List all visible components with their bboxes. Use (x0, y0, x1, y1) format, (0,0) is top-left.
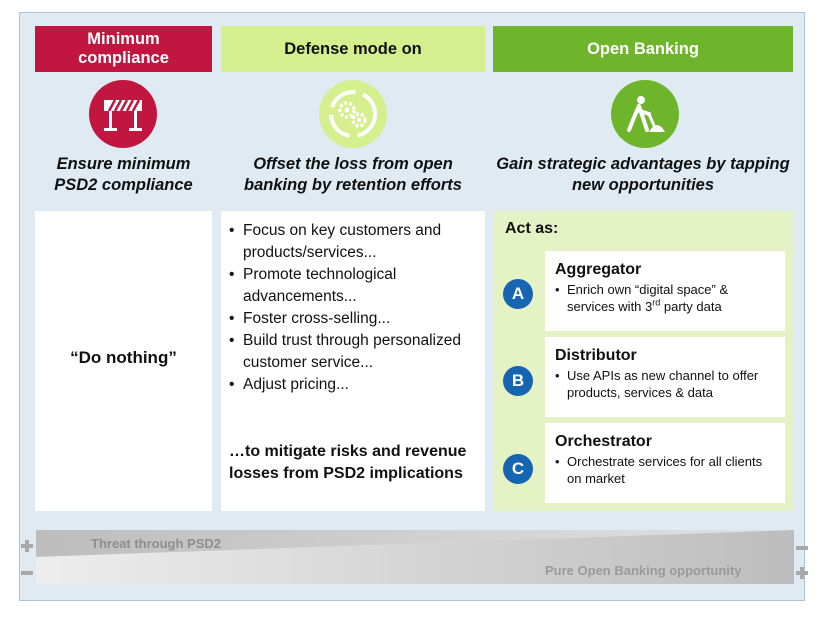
plus-icon (21, 540, 33, 552)
defense-bullet-list: Focus on key customers and products/serv… (229, 220, 483, 396)
header-minimum-compliance: Minimum compliance (35, 26, 212, 72)
list-item: Promote technological advancements... (229, 264, 483, 308)
subtitle-minimum-compliance: Ensure minimum PSD2 compliance (54, 155, 193, 194)
role-title: Aggregator (555, 261, 642, 278)
subtitle-defense-mode: Offset the loss from open banking by ret… (244, 155, 462, 194)
role-title: Distributor (555, 347, 637, 364)
badge-c: C (503, 454, 533, 484)
threat-opportunity-spectrum (36, 530, 794, 584)
box-defense-mode: Focus on key customers and products/serv… (221, 211, 485, 511)
role-title: Orchestrator (555, 433, 652, 450)
opportunity-label: Pure Open Banking opportunity (545, 563, 742, 578)
list-item: Foster cross-selling... (229, 308, 483, 330)
threat-label: Threat through PSD2 (91, 536, 222, 551)
construction-worker-icon (611, 80, 679, 148)
subtitle-open-banking: Gain strategic advantages by tapping new… (496, 155, 790, 194)
minus-icon (21, 571, 33, 575)
role-distributor: Distributor Use APIs as new channel to o… (545, 337, 785, 417)
role-orchestrator: Orchestrator Orchestrate services for al… (545, 423, 785, 503)
header-defense-mode: Defense mode on (221, 26, 485, 72)
act-as-label: Act as: (505, 220, 559, 237)
box-open-banking: Act as: A Aggregator Enrich own “digital… (493, 211, 793, 511)
role-aggregator: Aggregator Enrich own “digital space” & … (545, 251, 785, 331)
gears-cycle-icon (319, 80, 387, 148)
role-description: Use APIs as new channel to offer product… (555, 367, 777, 401)
barrier-icon (89, 80, 157, 148)
box-minimum-compliance: “Do nothing” (35, 211, 212, 511)
role-description: Orchestrate services for all clients on … (555, 453, 777, 487)
role-description: Enrich own “digital space” & services wi… (555, 281, 777, 315)
plus-icon (796, 567, 808, 579)
header-open-banking: Open Banking (493, 26, 793, 72)
minus-icon (796, 546, 808, 550)
list-item: Build trust through personalized custome… (229, 330, 483, 374)
list-item: Focus on key customers and products/serv… (229, 220, 483, 264)
defense-conclusion: …to mitigate risks and revenue losses fr… (229, 443, 467, 482)
badge-a: A (503, 279, 533, 309)
do-nothing-text: “Do nothing” (70, 348, 177, 367)
badge-b: B (503, 366, 533, 396)
list-item: Adjust pricing... (229, 374, 483, 396)
